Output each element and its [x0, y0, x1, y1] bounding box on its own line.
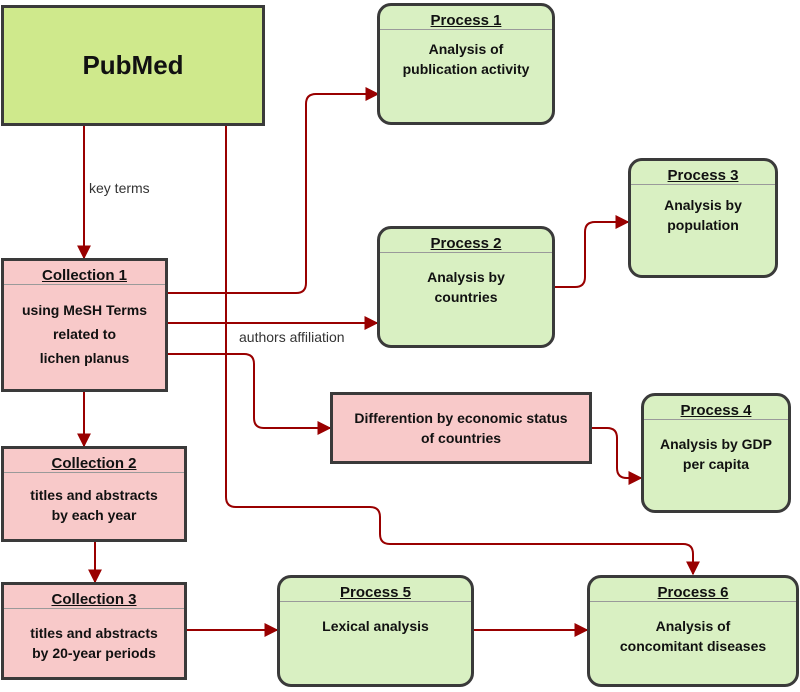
collection3-box: Collection 3 titles and abstracts by 20-… [1, 582, 187, 680]
pubmed-box: PubMed [1, 5, 265, 126]
process6-title: Process 6 [590, 578, 796, 602]
collection2-text-line: by each year [51, 507, 137, 523]
process6-box: Process 6 Analysis of concomitant diseas… [587, 575, 799, 687]
process1-title: Process 1 [380, 6, 552, 30]
process5-box: Process 5 Lexical analysis [277, 575, 474, 687]
collection3-title: Collection 3 [4, 585, 184, 609]
process3-title: Process 3 [631, 161, 775, 185]
edge-label-key-terms: key terms [89, 180, 150, 196]
arrow-process2-to-process3 [554, 215, 630, 288]
differention-text-line: of countries [420, 430, 502, 446]
differention-text-line: Differention by economic status [354, 410, 568, 426]
arrow-collection1-to-differention [167, 353, 332, 435]
collection1-text-line: related to [52, 326, 116, 342]
process6-text-line: concomitant diseases [619, 638, 767, 654]
collection1-text-line: lichen planus [39, 350, 130, 366]
pubmed-label: PubMed [82, 50, 184, 80]
collection2-text-line: titles and abstracts [30, 487, 158, 503]
process5-text-line: Lexical analysis [322, 618, 429, 634]
arrow-collection1-to-process1 [167, 87, 380, 294]
process4-box: Process 4 Analysis by GDP per capita [641, 393, 791, 513]
process6-text-line: Analysis of [655, 618, 731, 634]
edge-label-authors-affiliation: authors affiliation [236, 329, 348, 345]
process1-text-line: Analysis of [428, 41, 504, 57]
collection2-title: Collection 2 [4, 449, 184, 473]
collection1-title: Collection 1 [4, 261, 165, 285]
process4-title: Process 4 [644, 396, 788, 420]
process2-box: Process 2 Analysis by countries [377, 226, 555, 348]
process3-text-line: Analysis by [664, 197, 742, 213]
process4-text-line: Analysis by GDP [659, 436, 773, 452]
process2-text-line: countries [434, 289, 498, 305]
collection2-box: Collection 2 titles and abstracts by eac… [1, 446, 187, 542]
process5-title: Process 5 [280, 578, 471, 602]
process3-text-line: population [667, 217, 739, 233]
collection1-text-line: using MeSH Terms [22, 302, 147, 318]
arrow-differention-to-process4 [591, 427, 643, 485]
collection1-box: Collection 1 using MeSH Terms related to… [1, 258, 168, 392]
collection3-text-line: titles and abstracts [30, 625, 158, 641]
process1-box: Process 1 Analysis of publication activi… [377, 3, 555, 125]
differention-box: Differention by economic status of count… [330, 392, 592, 464]
process2-text-line: Analysis by [427, 269, 505, 285]
process4-text-line: per capita [682, 456, 750, 472]
process1-text-line: publication activity [402, 61, 530, 77]
process2-title: Process 2 [380, 229, 552, 253]
collection3-text-line: by 20-year periods [32, 645, 156, 661]
process3-box: Process 3 Analysis by population [628, 158, 778, 278]
arrow-pubmed-to-process6 [225, 125, 700, 576]
